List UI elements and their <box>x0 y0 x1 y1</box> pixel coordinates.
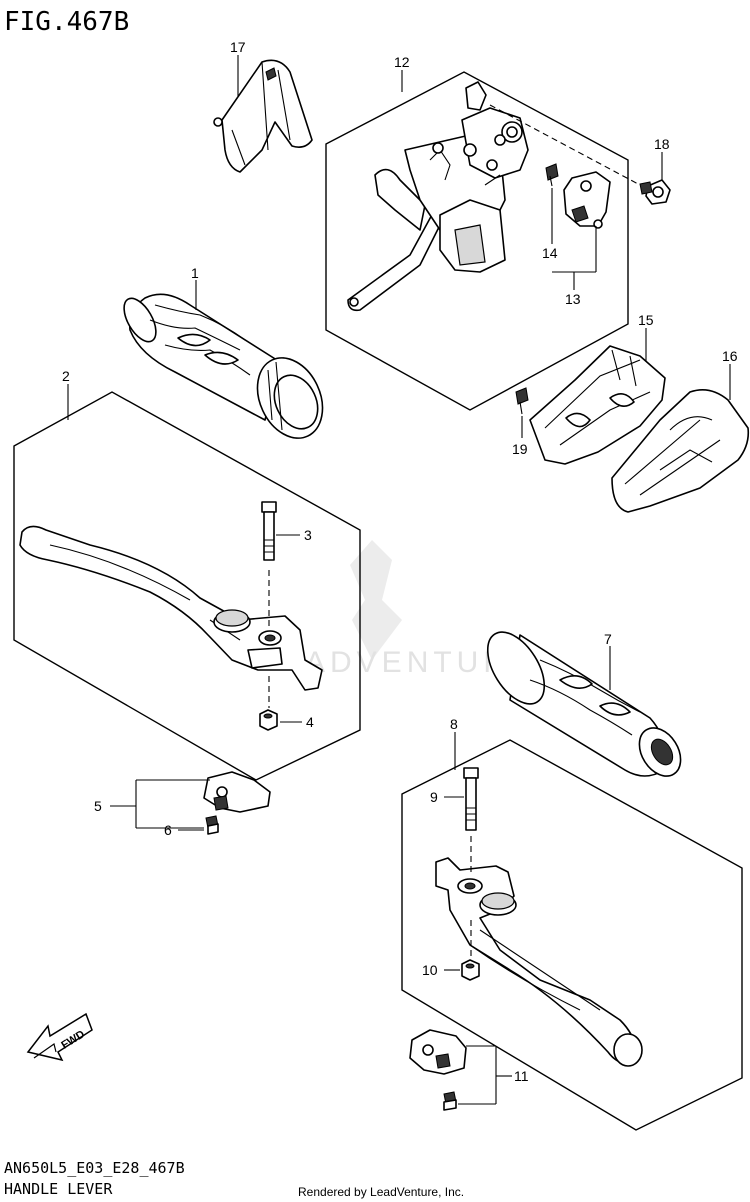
part-7-grip-right[interactable] <box>476 622 689 783</box>
callout-2: 2 <box>62 368 70 384</box>
section-name: HANDLE LEVER <box>4 1180 113 1198</box>
callout-1: 1 <box>191 265 199 281</box>
part-1-grip-left[interactable] <box>118 293 335 449</box>
part-11-switch[interactable] <box>409 1029 467 1075</box>
figure-title: FIG.467B <box>4 7 129 37</box>
part-18-bolt[interactable] <box>639 179 671 205</box>
callout-7: 7 <box>604 631 612 647</box>
group-8-frame <box>401 739 743 1131</box>
part-5-switch[interactable] <box>203 771 271 813</box>
part-2-brake-lever[interactable] <box>19 525 323 691</box>
callout-10: 10 <box>422 962 438 978</box>
callout-8: 8 <box>450 716 458 732</box>
part-9-pivot-bolt[interactable] <box>463 767 479 831</box>
part-19-screw[interactable] <box>515 387 529 415</box>
part-17-handguard-bracket[interactable] <box>213 59 313 173</box>
part-8-clutch-lever[interactable] <box>435 857 643 1067</box>
callout-15: 15 <box>638 312 654 328</box>
callout-3: 3 <box>304 527 312 543</box>
callout-4: 4 <box>306 714 314 730</box>
group-12-frame <box>325 71 629 411</box>
part-13-switch[interactable] <box>563 171 611 229</box>
part-3-pivot-bolt[interactable] <box>261 501 277 561</box>
callout-11: 11 <box>514 1068 529 1084</box>
part-6-screw[interactable] <box>205 815 219 835</box>
part-4-nut[interactable] <box>259 709 278 731</box>
callout-13: 13 <box>565 291 581 307</box>
rendered-by-credit: Rendered by LeadVenture, Inc. <box>298 1185 464 1199</box>
part-15-handguard-inner[interactable] <box>529 345 666 465</box>
callout-12: 12 <box>394 54 410 70</box>
part-12-lever-bracket-assembly[interactable] <box>347 81 529 312</box>
callout-6: 6 <box>164 822 172 838</box>
group-2-frame <box>13 391 361 781</box>
callout-5: 5 <box>94 798 102 814</box>
callout-14: 14 <box>542 245 558 261</box>
fwd-direction-badge: FWD <box>26 1012 93 1062</box>
callout-16: 16 <box>722 348 738 364</box>
part-10-nut[interactable] <box>461 959 480 981</box>
model-code: AN650L5_E03_E28_467B <box>4 1159 185 1177</box>
part-16-handguard-cover[interactable] <box>611 389 750 513</box>
part-14-screw[interactable] <box>545 163 559 187</box>
part-11-screw[interactable] <box>443 1091 457 1111</box>
callout-17: 17 <box>230 39 246 55</box>
callout-18: 18 <box>654 136 670 152</box>
callout-9: 9 <box>430 789 438 805</box>
callout-19: 19 <box>512 441 528 457</box>
